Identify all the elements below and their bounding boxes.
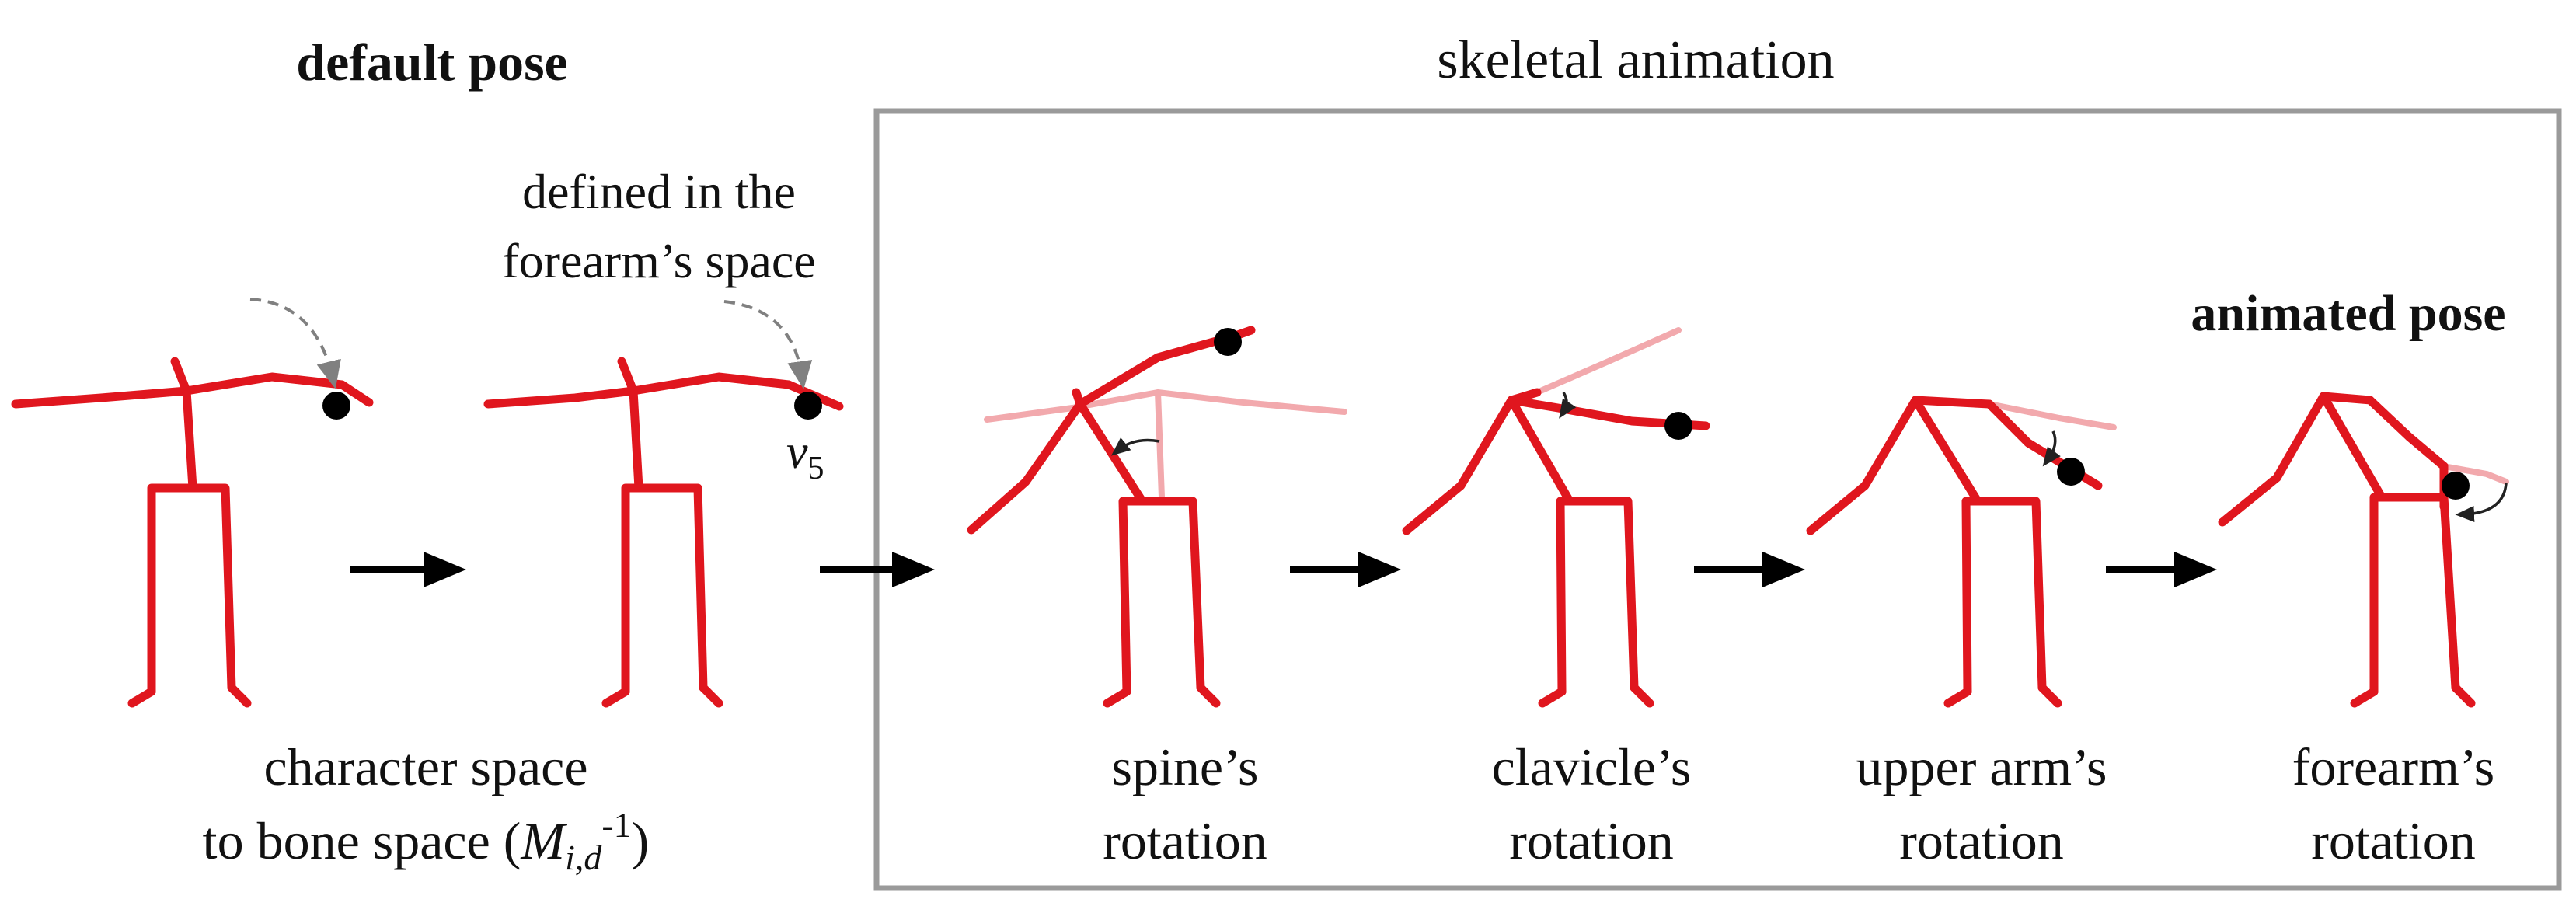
vertex-v5 — [794, 392, 822, 420]
figure-spine-ghost — [984, 389, 1347, 500]
vertex-v5-label: v5 — [786, 426, 824, 486]
vertex-clavicle — [1664, 412, 1692, 440]
defined-in-label-line2: forearm’s space — [502, 233, 815, 288]
caption-character-space-line1: character space — [263, 737, 587, 796]
figure-forearm-ghost — [2441, 463, 2509, 485]
spine-angle-arc — [1110, 437, 1160, 456]
figure-clavicle-ghost — [1534, 327, 1682, 396]
caption-clavicle-line2: rotation — [1509, 811, 1674, 870]
figure-clavicle-rotation — [1402, 388, 1710, 708]
skeletal-animation-title: skeletal animation — [1437, 30, 1834, 90]
transition-arrows — [350, 552, 2217, 587]
vertex-default — [322, 392, 350, 420]
vertex-spine — [1214, 328, 1242, 356]
figure-spine-rotation — [967, 326, 1256, 708]
upperarm-angle-arc — [2042, 430, 2061, 467]
dashed-arrow-1 — [249, 298, 341, 389]
forearm-angle-arc — [2455, 483, 2508, 522]
caption-upperarm-line1: upper arm’s — [1856, 737, 2107, 796]
figure-default-pose — [11, 357, 374, 708]
defined-in-label-line1: defined in the — [522, 164, 796, 219]
caption-spine-line1: spine’s — [1112, 737, 1259, 796]
figure-upperarm-ghost — [1986, 401, 2117, 430]
vertex-upperarm — [2057, 458, 2085, 486]
arrow-1-head — [424, 552, 466, 587]
figure-forearm-rotation — [2218, 392, 2476, 708]
animated-pose-title: animated pose — [2191, 285, 2505, 342]
caption-character-space-line2: to bone space (Mi,d-1) — [203, 805, 650, 877]
figure-bone-space — [483, 357, 844, 708]
caption-forearm-line2: rotation — [2311, 811, 2476, 870]
clavicle-angle-arc — [1559, 392, 1577, 419]
arrow-3-head — [1358, 552, 1401, 587]
arrow-2-head — [892, 552, 935, 587]
dashed-arrow-2 — [723, 300, 813, 389]
skeletal-animation-box — [873, 108, 2562, 891]
vertex-forearm — [2442, 472, 2470, 500]
caption-forearm-line1: forearm’s — [2292, 737, 2495, 796]
arrow-5-head — [2174, 552, 2217, 587]
caption-spine-line2: rotation — [1103, 811, 1267, 870]
caption-clavicle-line1: clavicle’s — [1492, 737, 1692, 796]
arrow-4-head — [1762, 552, 1805, 587]
caption-upperarm-line2: rotation — [1899, 811, 2064, 870]
default-pose-title: default pose — [296, 33, 567, 92]
